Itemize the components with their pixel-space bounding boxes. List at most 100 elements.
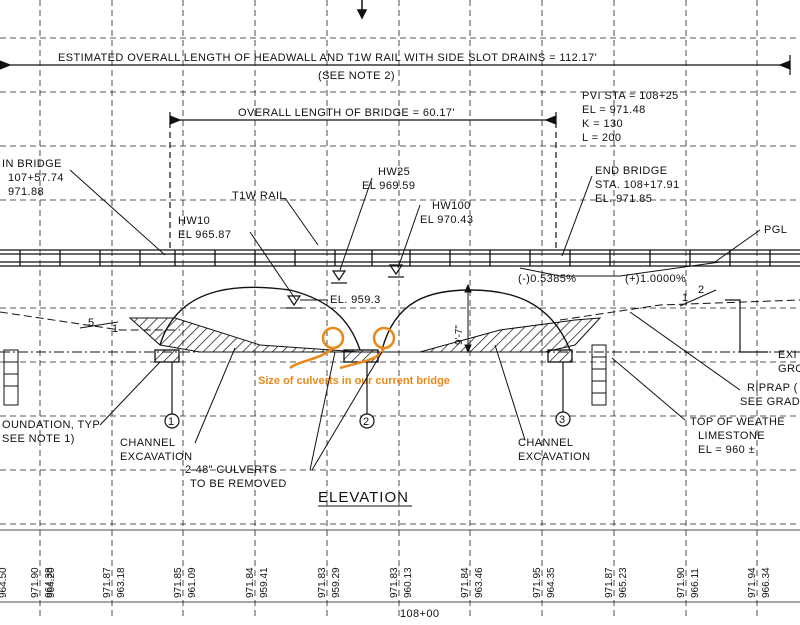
profile-bottom-elevation: 959.41	[259, 567, 270, 598]
end-bridge-leader	[561, 175, 593, 257]
limestone-leader	[611, 357, 686, 421]
bridge-deck	[0, 249, 800, 277]
culverts-removed-1: 2-48" CULVERTS	[185, 464, 277, 476]
begin-bridge-leader	[69, 169, 166, 256]
hw10-elevation: EL 965.87	[178, 229, 231, 241]
profile-top-elevation: 971.95	[532, 567, 543, 598]
top-arrow	[356, 0, 368, 20]
hw100-leader	[397, 204, 421, 269]
pier-3: 3	[559, 414, 566, 426]
end-bridge-station: STA. 108+17.91	[595, 179, 680, 191]
channel-excavation-right-leader	[494, 344, 526, 441]
t1w-rail-label: T1W RAIL	[232, 190, 286, 202]
profile-top-elevation: 971.94	[747, 567, 758, 598]
end-bridge-elevation: EL. 971.85	[595, 193, 652, 205]
begin-bridge-label: IN BRIDGE	[2, 158, 62, 170]
pier-2: 2	[363, 416, 370, 428]
culverts-removed-leader-2	[311, 351, 383, 471]
profile-top-elevation: 971.90	[676, 567, 687, 598]
existing-ground-line	[0, 299, 800, 331]
profile-top-elevation: 971.85	[173, 567, 184, 598]
limestone-label-3: EL = 960 ±	[698, 444, 755, 456]
culverts-removed-leader-1	[309, 351, 336, 471]
profile-top-elevation: 964.50	[0, 567, 9, 598]
pvi-station: PVI STA = 108+25	[582, 90, 679, 102]
culverts-removed-2: TO BE REMOVED	[190, 478, 287, 490]
profile-bottom-elevation: 960.13	[403, 567, 414, 598]
hw10-label: HW10	[178, 215, 210, 227]
profile-bottom-elevation: 959.29	[331, 567, 342, 598]
riprap-blocks	[3, 344, 607, 406]
channel-excavation-left-leader	[194, 347, 236, 444]
hw25-elevation: EL 969.59	[362, 180, 415, 192]
pier-1: 1	[168, 416, 175, 428]
limestone-label-1: TOP OF WEATHE	[690, 416, 785, 428]
profile-top-elevation: 971.87	[604, 567, 615, 598]
station-bottom: 108+00	[400, 608, 439, 620]
foundation-label-2: SEE NOTE 1)	[2, 433, 75, 445]
culvert-note: Size of culverts in our current bridge	[258, 375, 450, 387]
channel-excavation-left-2: EXCAVATION	[120, 451, 192, 463]
end-bridge-label: END BRIDGE	[595, 165, 667, 177]
profile-top-elevation: 964.20	[46, 567, 57, 598]
pgl-label: PGL	[764, 224, 787, 236]
hw100-elevation: EL 970.43	[420, 214, 473, 226]
profile-bottom-elevation: 966.11	[690, 568, 701, 598]
streambed-elevation: EL. 959.3	[330, 294, 381, 306]
overall-length-dimension	[0, 55, 791, 75]
limestone-label-2: LIMESTONE	[698, 430, 765, 442]
exist-ground-label-1: EXI	[778, 349, 797, 361]
t1w-rail-leader	[284, 197, 319, 246]
existing-ground-boundary	[725, 299, 768, 353]
profile-top-elevation: 971.84	[460, 567, 471, 598]
channel-excavation-right-2: EXCAVATION	[518, 451, 590, 463]
slope-right-1: 1	[682, 292, 689, 304]
profile-bottom-elevation: 964.35	[546, 567, 557, 598]
clearance-dimension	[464, 283, 472, 354]
profile-top-elevation: 971.83	[317, 567, 328, 598]
slope-left-1: 1	[112, 323, 119, 335]
profile-bottom-elevation: 966.34	[761, 567, 772, 598]
culvert-highlight	[289, 326, 396, 370]
profile-top-elevation: 971.84	[245, 567, 256, 598]
clearance-label: 9'-7"	[454, 325, 465, 345]
channel-excavation-left-1: CHANNEL	[120, 437, 175, 449]
slope-left-5: 5	[88, 317, 95, 329]
begin-bridge-elevation: 971.88	[8, 186, 44, 198]
pvi-elevation: EL = 971.48	[582, 104, 646, 116]
grade-right: (+)1.0000%	[625, 273, 686, 285]
profile-bottom-elevation: 965.23	[618, 567, 629, 598]
channel-excavation-hatch	[128, 317, 602, 353]
pgl-leader	[714, 229, 761, 263]
slope-right-line	[679, 289, 717, 307]
exist-ground-label-2: GRO	[778, 363, 800, 375]
hw25-label: HW25	[378, 166, 410, 178]
riprap-leader	[629, 311, 741, 391]
bridge-length-label: OVERALL LENGTH OF BRIDGE = 60.17'	[238, 107, 455, 119]
profile-top-elevation: 971.83	[389, 567, 400, 598]
slope-right-2: 2	[698, 284, 705, 296]
pier-markers	[164, 362, 571, 429]
see-note-2-label: (SEE NOTE 2)	[318, 70, 395, 82]
profile-bottom-elevation: 961.09	[187, 567, 198, 598]
profile-top-elevation: 971.90	[30, 567, 41, 598]
profile-bottom-elevation: 964.38	[44, 567, 55, 598]
channel-excavation-right-1: CHANNEL	[518, 437, 573, 449]
riprap-label-2: SEE GRAD	[740, 396, 800, 408]
profile-bottom-elevation: 963.46	[474, 567, 485, 598]
slope-left-line	[79, 321, 119, 329]
overall-length-label: ESTIMATED OVERALL LENGTH OF HEADWALL AND…	[58, 52, 597, 64]
profile-top-elevation: 971.87	[102, 567, 113, 598]
pvi-l: L = 200	[582, 132, 621, 144]
elevation-title: ELEVATION	[318, 489, 409, 506]
begin-bridge-station: 107+57.74	[8, 172, 64, 184]
hw25-leader	[339, 177, 373, 271]
bridge-length-dimension	[169, 112, 557, 250]
water-level-markers	[286, 264, 404, 309]
pvi-k: K = 130	[582, 118, 623, 130]
riprap-label-1: RIPRAP (	[747, 382, 798, 394]
